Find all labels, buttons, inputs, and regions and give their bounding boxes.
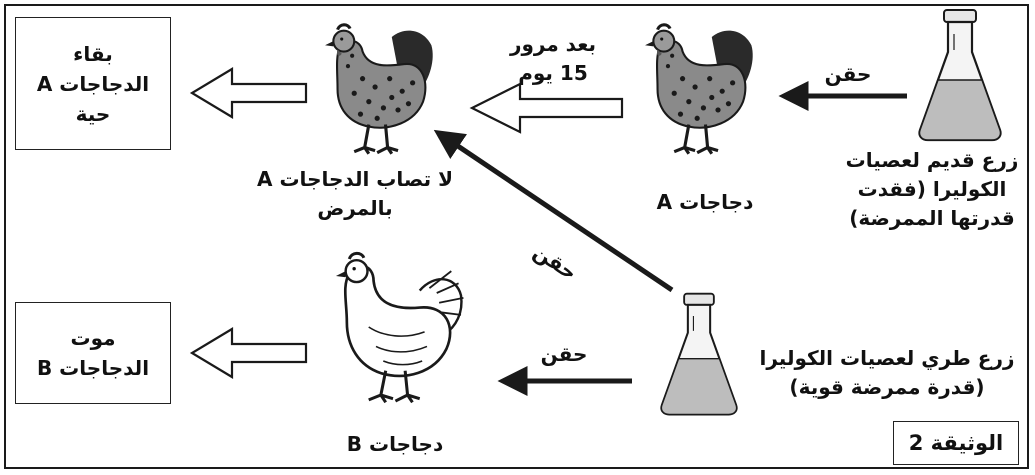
old-culture-line-1: زرع قديم لعصيات [845, 148, 1019, 172]
flask-icon-fresh-culture [660, 292, 738, 416]
old-culture-line-3: قدرتها الممرضة) [849, 206, 1015, 230]
old-culture-label: زرع قديم لعصيات الكوليرا (فقدت قدرتها ال… [836, 146, 1028, 233]
flask-icon-old-culture [918, 8, 1002, 142]
after-15-days-line-1: بعد مرور [509, 32, 597, 56]
after-15-days-line-2: 15 يوم [518, 61, 588, 85]
hollow-arrow-15-days [469, 82, 624, 134]
hen-icon-b [334, 251, 466, 404]
after-15-days-label: بعد مرور 15 يوم [488, 30, 618, 88]
document-frame [4, 4, 1029, 469]
inject-label-bottom: حقن [540, 342, 588, 366]
result-death-line-1: موت [70, 326, 116, 350]
hen-icon-a [643, 23, 755, 156]
document-label: الوثيقة 2 [893, 421, 1019, 465]
old-culture-line-2: الكوليرا (فقدت [857, 177, 1007, 201]
fresh-culture-line-2: (قدرة ممرضة قوية) [789, 375, 985, 399]
result-survival-line-1: بقاء [73, 41, 113, 66]
hen-icon-immune [323, 23, 435, 156]
result-box-survival: بقاء الدجاجات A حية [15, 17, 171, 150]
inject-label-top: حقن [824, 62, 872, 86]
hollow-arrow-death [189, 327, 308, 379]
inject-arrow-diagonal [433, 129, 674, 293]
result-box-death: موت الدجاجات B [15, 302, 171, 404]
fresh-culture-line-1: زرع طري لعصيات الكوليرا [759, 346, 1015, 370]
chickens-b-label: دجاجات B [346, 432, 444, 456]
chickens-a-label: دجاجات A [656, 190, 754, 214]
immune-line-2: بالمرض [317, 196, 393, 220]
immune-line-1: لا تصاب الدجاجات A [257, 167, 453, 191]
hollow-arrow-survival [189, 67, 308, 119]
result-survival-line-2: الدجاجات A [36, 71, 150, 96]
result-survival-line-3: حية [75, 101, 111, 126]
fresh-culture-label: زرع طري لعصيات الكوليرا (قدرة ممرضة قوية… [752, 344, 1022, 402]
result-death-line-2: الدجاجات B [36, 356, 150, 380]
immune-label: لا تصاب الدجاجات A بالمرض [255, 165, 455, 223]
